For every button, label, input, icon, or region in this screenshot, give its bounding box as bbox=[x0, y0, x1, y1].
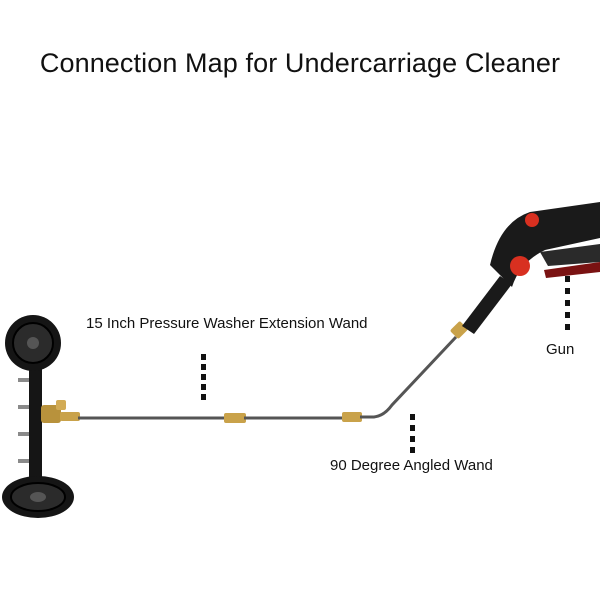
gun-label: Gun bbox=[546, 341, 575, 358]
brass-swivel-connector bbox=[41, 400, 80, 423]
nozzle bbox=[18, 378, 29, 463]
extension-wand-pointer bbox=[201, 354, 206, 400]
brass-coupler bbox=[342, 412, 362, 422]
extension-wand bbox=[78, 413, 345, 423]
top-wheel bbox=[5, 315, 61, 371]
trigger-guard-accent bbox=[510, 256, 530, 276]
extension-wand-label: 15 Inch Pressure Washer Extension Wand bbox=[86, 315, 368, 332]
bottom-wheel bbox=[2, 476, 74, 518]
diagram-title: Connection Map for Undercarriage Cleaner bbox=[39, 48, 561, 78]
gun-pointer bbox=[565, 276, 570, 330]
angled-wand-label: 90 Degree Angled Wand bbox=[330, 457, 493, 474]
angled-wand bbox=[342, 321, 468, 422]
gun-cap-accent bbox=[525, 213, 539, 227]
undercarriage-cleaner bbox=[2, 315, 80, 518]
angled-wand-pointer bbox=[410, 414, 415, 453]
spray-gun bbox=[462, 202, 600, 334]
brass-coupler bbox=[224, 413, 246, 423]
